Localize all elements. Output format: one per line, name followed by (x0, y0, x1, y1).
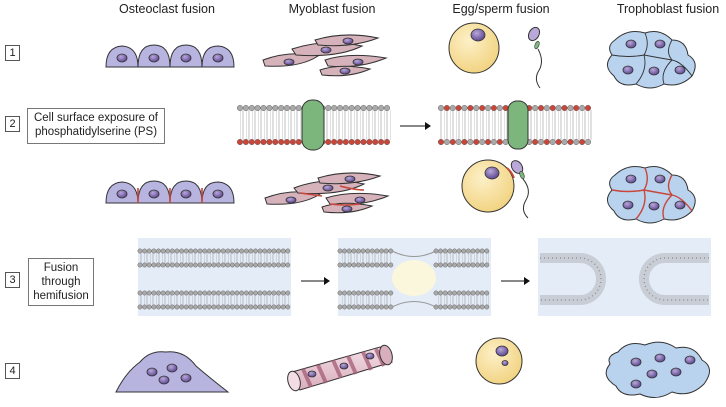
myoblast-cells-row1 (262, 34, 388, 77)
hemifusion-label: Fusion through hemifusion (28, 258, 94, 306)
column-header-myoblast: Myoblast fusion (288, 2, 376, 16)
myoblast-cells-ps (264, 172, 390, 214)
egg-sperm-row1 (448, 22, 542, 89)
hemifusion-panel-2 (337, 238, 491, 316)
membrane-bilayer-after (438, 100, 593, 150)
step-number-4: 4 (5, 363, 20, 379)
step-number-1: 1 (5, 45, 20, 61)
arrow-hemifusion-1 (301, 277, 330, 285)
ps-label-line-2: phosphatidylserine (PS) (34, 126, 158, 138)
hemifusion-panel-3 (538, 238, 711, 316)
ps-exposure-label: Cell surface exposure of phosphatidylser… (27, 108, 165, 144)
step-number-3: 3 (5, 272, 20, 288)
trophoblast-cells-ps (607, 166, 696, 224)
hemifusion-label-line-1: Fusion (43, 262, 79, 274)
trophoblast-cells-row1 (607, 31, 696, 89)
membrane-bilayer-before (236, 99, 392, 151)
hemifusion-panel-1 (137, 238, 291, 316)
osteoclast-cells-row1 (105, 44, 235, 68)
hemifusion-label-line-3: hemifusion (33, 290, 89, 302)
osteoclast-cells-ps (105, 180, 235, 204)
myotube-fused (287, 344, 393, 392)
arrow-hemifusion-2 (501, 277, 530, 285)
column-header-trophoblast: Trophoblast fusion (616, 2, 720, 16)
osteoclast-fused (115, 351, 230, 393)
step-number-2: 2 (5, 116, 20, 132)
egg-sperm-ps (461, 159, 529, 219)
column-header-osteoclast: Osteoclast fusion (119, 2, 215, 16)
arrow-ps-exposure (400, 122, 431, 130)
column-header-egg-sperm: Egg/sperm fusion (452, 2, 550, 16)
syncytiotrophoblast-fused (605, 341, 710, 398)
zygote-fused (475, 337, 523, 385)
hemifusion-label-line-2: through (41, 276, 81, 288)
ps-label-line-1: Cell surface exposure of (33, 112, 158, 124)
